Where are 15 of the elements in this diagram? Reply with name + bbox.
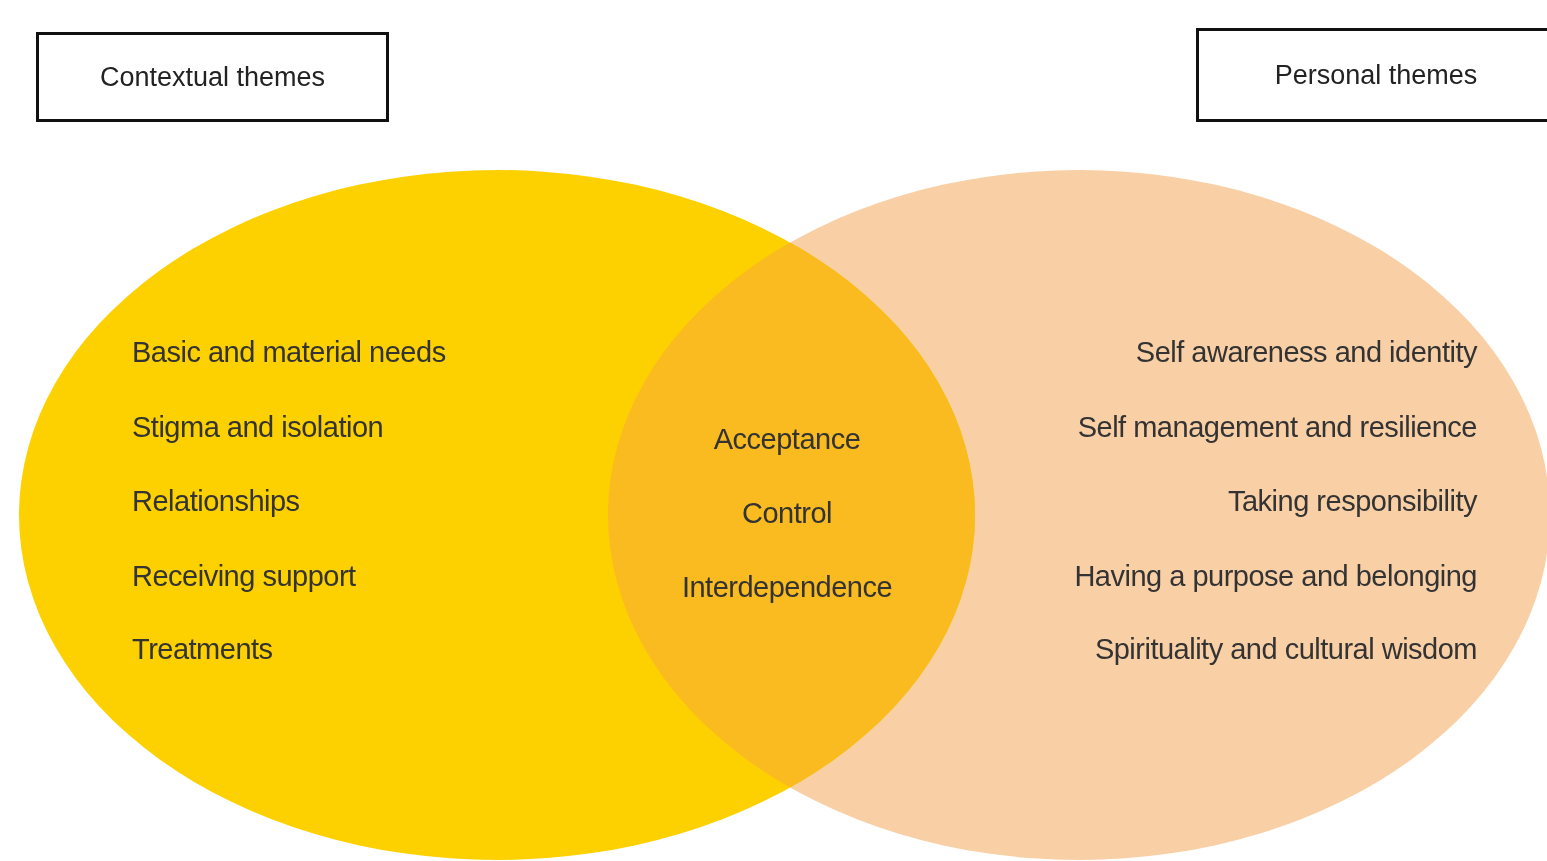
theme-label: Relationships (132, 487, 300, 516)
theme-label: Acceptance (713, 425, 861, 454)
theme-label: Self awareness and identity (1135, 338, 1477, 367)
heading-box: Contextual themes (36, 32, 389, 122)
theme-label: Taking responsibility (1228, 487, 1477, 516)
theme-label: Having a purpose and belonging (1074, 562, 1477, 591)
theme-label: Spirituality and cultural wisdom (1094, 635, 1477, 664)
theme-label: Control (742, 499, 832, 528)
theme-label: Self management and resilience (1077, 413, 1477, 442)
heading-box: Personal themes (1196, 28, 1547, 122)
theme-label: Basic and material needs (132, 338, 446, 367)
theme-label: Interdependence (681, 573, 893, 602)
theme-label: Stigma and isolation (132, 413, 384, 442)
theme-label: Treatments (132, 635, 273, 664)
theme-label: Receiving support (132, 562, 356, 591)
